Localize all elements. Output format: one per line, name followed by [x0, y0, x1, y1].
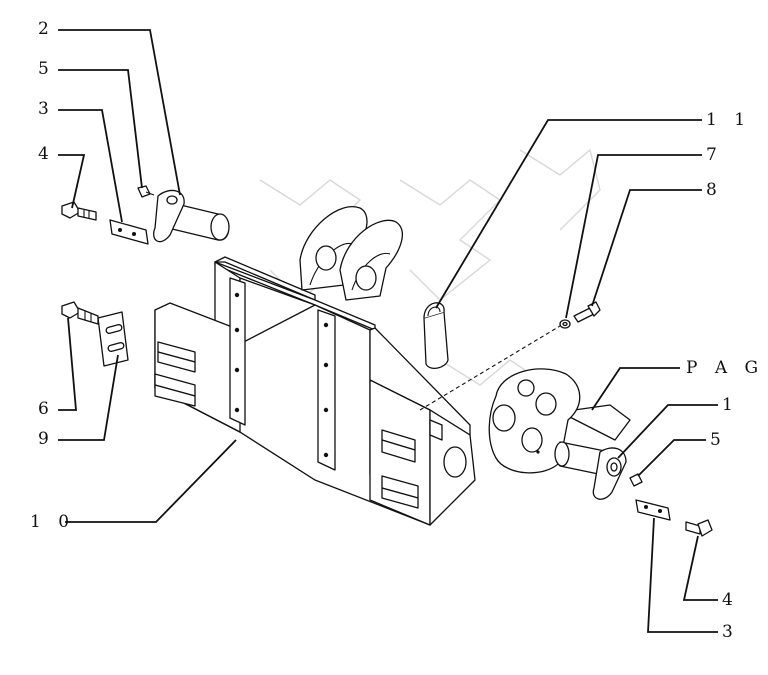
bolt-5-right [629, 473, 643, 487]
plate-9 [97, 311, 129, 367]
leader-lines [58, 29, 718, 633]
sleeve-11 [423, 302, 449, 370]
bolt-6 [61, 301, 99, 325]
bolt-5-top [137, 185, 155, 198]
callout-4-top: 4 [38, 144, 55, 164]
callout-5-right: 5 [710, 430, 727, 450]
assembly-line [419, 325, 561, 411]
callout-8: 8 [706, 180, 723, 200]
plate-3-top [109, 219, 149, 245]
callout-labels: 2 5 3 4 6 9 1 0 1 1 7 8 P A G . 1 5 4 3 [30, 19, 768, 642]
pin-1 [554, 441, 627, 500]
callout-11: 1 1 [706, 110, 751, 130]
bolt-4-right [685, 519, 713, 537]
callout-3-right: 3 [722, 622, 739, 642]
callout-3-top: 3 [38, 99, 55, 119]
plate-3-right [635, 499, 671, 521]
pin-top-left [153, 189, 230, 243]
bolt-8 [573, 301, 601, 323]
callout-1: 1 [722, 395, 739, 415]
callout-5-top: 5 [38, 59, 55, 79]
callout-pag: P A G . [686, 358, 768, 378]
callout-7: 7 [706, 145, 723, 165]
callout-9: 9 [38, 429, 55, 449]
callout-6: 6 [38, 399, 55, 419]
callout-2: 2 [38, 19, 55, 39]
callout-10: 1 0 [30, 512, 75, 532]
washer-7 [559, 319, 571, 329]
bolt-4-top [61, 201, 97, 221]
callout-4-right: 4 [722, 590, 739, 610]
main-bracket [154, 206, 476, 526]
